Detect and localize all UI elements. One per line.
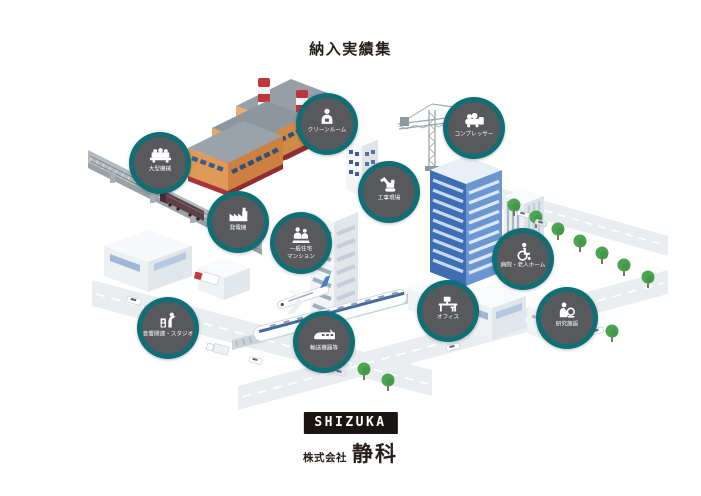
badge-label: 大型機械 — [148, 166, 172, 173]
category-badge-hospital-nursing-home[interactable]: 病院・老人ホーム — [492, 228, 554, 290]
train-icon — [298, 324, 350, 344]
warehouse-buildings — [104, 230, 250, 300]
category-badge-office[interactable]: オフィス — [417, 280, 479, 342]
studio-speaker-icon — [142, 310, 194, 330]
category-badge-housing[interactable]: 一般住宅 マンション — [270, 212, 332, 274]
shizuka-logo: SHIZUKA — [303, 412, 398, 434]
badge-inner: オフィス — [422, 285, 474, 337]
badge-label: 病院・老人ホーム — [500, 262, 546, 269]
category-badge-transport-equipment[interactable]: 輸送機器等 — [293, 311, 355, 373]
badge-label: 研究施設 — [555, 321, 579, 328]
cleanroom-worker-icon — [301, 106, 353, 126]
company-title: 静科 — [352, 443, 398, 466]
compressor-icon — [448, 110, 500, 130]
badge-label: 音響関連・スタジオ — [142, 331, 194, 338]
category-badge-large-machinery[interactable]: 大型機械 — [129, 132, 191, 194]
category-badge-compressor[interactable]: コンプレッサー — [443, 97, 505, 159]
category-badge-generator[interactable]: 発電機 — [207, 191, 269, 253]
badge-label: 輸送機器等 — [310, 345, 338, 352]
page-title: 納入実績集 — [309, 41, 392, 58]
badge-inner: 輸送機器等 — [298, 316, 350, 368]
residents-icon — [275, 225, 327, 245]
category-badge-cleanroom[interactable]: クリーンルーム — [296, 93, 358, 155]
badge-inner: 大型機械 — [134, 137, 186, 189]
excavator-icon — [363, 174, 415, 194]
wheelchair-icon — [497, 241, 549, 261]
category-badge-construction-site[interactable]: 工事現場 — [358, 161, 420, 223]
large-machine-icon — [134, 145, 186, 165]
badge-inner: 研究施設 — [541, 292, 593, 344]
badge-inner: 音響関連・スタジオ — [142, 302, 194, 354]
researcher-icon — [541, 300, 593, 320]
office-tower — [430, 156, 502, 286]
crosswalk — [436, 353, 464, 375]
airplane — [276, 275, 331, 315]
company-name: 株式会社 静科 — [0, 438, 701, 468]
factory — [188, 78, 341, 196]
generator-icon — [212, 204, 264, 224]
office-desk-icon — [422, 293, 474, 313]
badge-label: 一般住宅 マンション — [287, 246, 315, 260]
company-prefix: 株式会社 — [303, 452, 347, 464]
badge-label: オフィス — [436, 314, 460, 321]
badge-inner: クリーンルーム — [301, 98, 353, 150]
badge-inner: 一般住宅 マンション — [275, 217, 327, 269]
badge-label: クリーンルーム — [307, 127, 347, 134]
badge-inner: コンプレッサー — [448, 102, 500, 154]
category-badge-research-facility[interactable]: 研究施設 — [536, 287, 598, 349]
badge-inner: 工事現場 — [363, 166, 415, 218]
badge-inner: 病院・老人ホーム — [497, 233, 549, 285]
badge-label: 発電機 — [229, 225, 247, 232]
badge-label: コンプレッサー — [454, 131, 494, 138]
badge-inner: 発電機 — [212, 196, 264, 248]
badge-label: 工事現場 — [377, 195, 401, 202]
category-badge-audio-studio[interactable]: 音響関連・スタジオ — [137, 297, 199, 359]
